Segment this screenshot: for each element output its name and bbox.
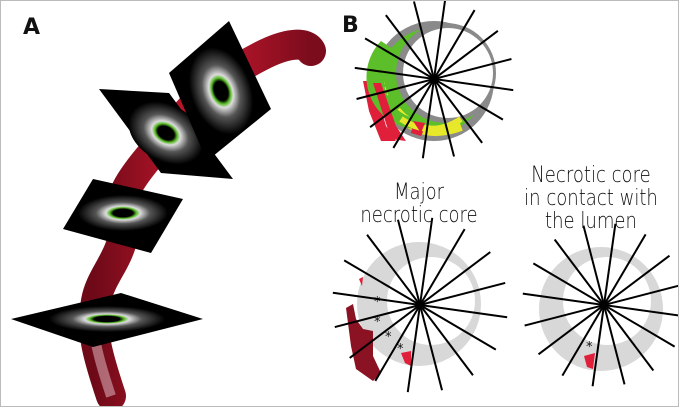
ivus-slice-1 bbox=[11, 293, 203, 347]
ivus-slice-2 bbox=[63, 179, 183, 253]
caption-line: in contact with bbox=[524, 186, 658, 211]
asterisk: * bbox=[397, 342, 404, 357]
ivus-slice-3 bbox=[99, 89, 233, 179]
spoke-line bbox=[524, 284, 678, 327]
panel-label-a: A bbox=[23, 15, 41, 40]
caption-line: the lumen bbox=[545, 209, 637, 234]
asterisk: * bbox=[374, 295, 381, 310]
ivus-slice-4 bbox=[169, 21, 271, 161]
spoke-line bbox=[334, 281, 506, 329]
caption-necrotic-core-contact: Necrotic core in contact with the lumen bbox=[517, 164, 665, 233]
spokes-top bbox=[354, 1, 514, 159]
caption-major-necrotic-core: Major necrotic core bbox=[349, 181, 488, 227]
caption-line: Major bbox=[393, 180, 445, 205]
asterisk: * bbox=[385, 330, 392, 345]
panel-label-b: B bbox=[342, 13, 359, 38]
spokes-bottom-left bbox=[332, 217, 508, 393]
spoke-line bbox=[356, 58, 512, 100]
asterisk: * bbox=[586, 340, 593, 355]
asterisk: * bbox=[374, 315, 381, 330]
spokes-bottom-right bbox=[522, 223, 678, 387]
caption-line: Necrotic core bbox=[531, 163, 651, 188]
caption-line: necrotic core bbox=[360, 203, 478, 228]
